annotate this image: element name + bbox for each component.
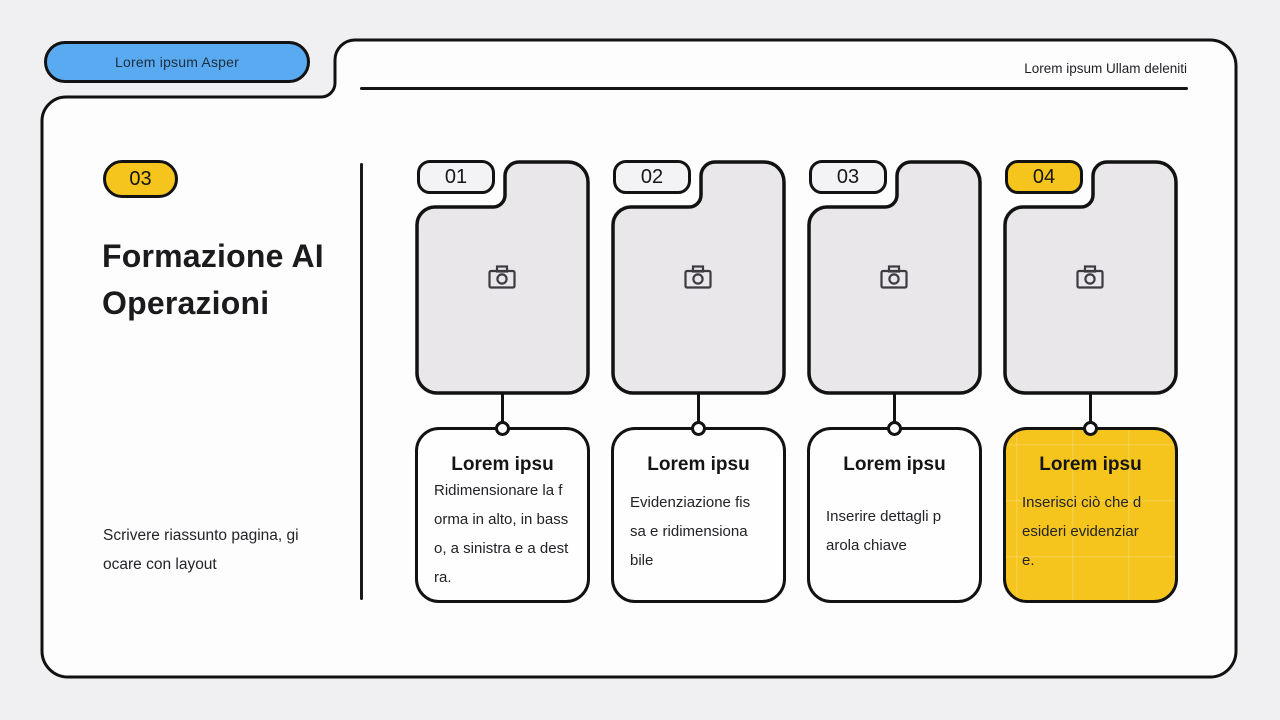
step-card-body: Inserire dettagli p arola chiave xyxy=(826,508,942,554)
connector-dot xyxy=(1083,420,1098,436)
step-column-2: 02 Lorem ipsu Evidenziazione fis sa e ri… xyxy=(611,160,786,603)
section-number-badge: 03 xyxy=(103,160,178,198)
step-card-heading: Lorem ipsu xyxy=(1039,454,1142,475)
step-card-body: Ridimensionare la f orma in alto, in bas… xyxy=(434,482,569,586)
step-card-bodywrap: Inserisci ciò che d esideri evidenziar e… xyxy=(1022,476,1159,586)
step-number: 01 xyxy=(444,165,468,188)
connector-line xyxy=(893,393,896,431)
step-card-heading: Lorem ipsu xyxy=(647,454,750,475)
step-card-2[interactable]: Lorem ipsu Evidenziazione fis sa e ridim… xyxy=(611,427,786,603)
step-card-body: Inserisci ciò che d esideri evidenziar e… xyxy=(1022,493,1142,569)
connector-line xyxy=(697,393,700,431)
step-tab-2[interactable]: 02 xyxy=(613,160,691,194)
header-tab-label: Lorem ipsum Asper xyxy=(114,54,239,70)
header-note-text: Lorem ipsum Ullam deleniti xyxy=(1024,61,1187,76)
step-column-3: 03 Lorem ipsu Inserire dettagli p arola … xyxy=(807,160,982,603)
step-card-4[interactable]: Lorem ipsu Inserisci ciò che d esideri e… xyxy=(1003,427,1178,603)
step-column-1: 01 Lorem ipsu Ridimensionare la f orma i… xyxy=(415,160,590,603)
connector-line xyxy=(501,393,504,431)
header-rule xyxy=(360,87,1188,90)
section-number: 03 xyxy=(129,167,152,190)
step-card-bodywrap: Inserire dettagli p arola chiave xyxy=(826,476,963,586)
step-column-4: 04 Lorem ipsu Inserisci ciò che d esider… xyxy=(1003,160,1178,603)
step-tab-3[interactable]: 03 xyxy=(809,160,887,194)
image-placeholder-4[interactable] xyxy=(1003,160,1178,395)
step-number: 03 xyxy=(836,165,860,188)
step-card-heading: Lorem ipsu xyxy=(451,454,554,475)
step-number: 02 xyxy=(640,165,664,188)
step-card-1[interactable]: Lorem ipsu Ridimensionare la f orma in a… xyxy=(415,427,590,603)
header-tab-button[interactable]: Lorem ipsum Asper xyxy=(44,41,310,83)
image-placeholder-3[interactable] xyxy=(807,160,982,395)
connector-line xyxy=(1089,393,1092,431)
step-card-3[interactable]: Lorem ipsu Inserire dettagli p arola chi… xyxy=(807,427,982,603)
step-card-heading: Lorem ipsu xyxy=(843,454,946,475)
step-card-bodywrap: Ridimensionare la f orma in alto, in bas… xyxy=(434,476,571,592)
page-summary: Scrivere riassunto pagina, gi ocare con … xyxy=(103,527,299,573)
step-card-body: Evidenziazione fis sa e ridimensiona bil… xyxy=(630,493,751,569)
connector-dot xyxy=(495,420,510,436)
step-number: 04 xyxy=(1032,165,1056,188)
image-placeholder-2[interactable] xyxy=(611,160,786,395)
connector-dot xyxy=(691,420,706,436)
connector-dot xyxy=(887,420,902,436)
step-tab-4[interactable]: 04 xyxy=(1005,160,1083,194)
vertical-divider xyxy=(360,163,363,600)
step-tab-1[interactable]: 01 xyxy=(417,160,495,194)
image-placeholder-1[interactable] xyxy=(415,160,590,395)
step-card-bodywrap: Evidenziazione fis sa e ridimensiona bil… xyxy=(630,476,767,586)
page-title: Formazione AI Operazioni xyxy=(102,238,324,321)
